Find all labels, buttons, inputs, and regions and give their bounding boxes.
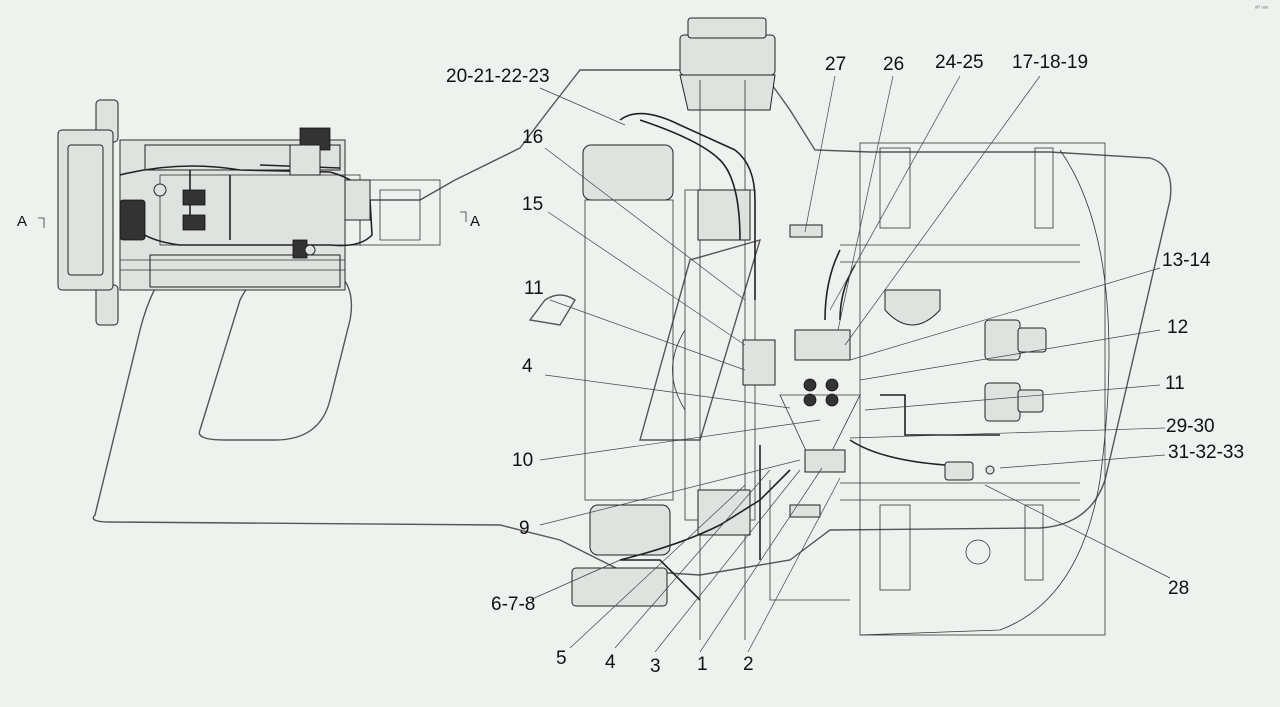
callout-24-25: 24-25: [935, 52, 984, 73]
section-markers: [38, 211, 467, 228]
callout-10: 10: [512, 450, 533, 471]
leader-lines: [529, 75, 1171, 653]
section-mark-right: A: [470, 213, 480, 230]
detail-view: [571, 17, 1110, 640]
callout-9: 9: [519, 518, 530, 539]
callout-26: 26: [883, 54, 904, 75]
callout-27: 27: [825, 54, 846, 75]
callout-13-14: 13-14: [1162, 250, 1211, 271]
callout-20-21-22-23: 20-21-22-23: [446, 66, 550, 87]
section-mark-left: A: [17, 213, 27, 230]
callout-15: 15: [522, 194, 543, 215]
chassis-overview: [57, 99, 441, 326]
callout-11-left: 11: [524, 278, 544, 299]
callout-28: 28: [1168, 578, 1189, 599]
callout-1: 1: [697, 654, 708, 675]
callout-16: 16: [522, 127, 543, 148]
callout-3: 3: [650, 656, 661, 677]
callout-6-7-8: 6-7-8: [491, 594, 535, 615]
callout-4-upper: 4: [522, 356, 533, 377]
callout-31-32-33: 31-32-33: [1168, 442, 1244, 463]
callout-5: 5: [556, 648, 567, 669]
callout-2: 2: [743, 654, 754, 675]
callout-4-lower: 4: [605, 652, 616, 673]
callout-11-right: 11: [1165, 373, 1185, 394]
callout-labels: 20-21-22-23 27 26 24-25 17-18-19 16 15 1…: [446, 52, 1244, 677]
callout-17-18-19: 17-18-19: [1012, 52, 1088, 73]
callout-12: 12: [1167, 317, 1188, 338]
callout-29-30: 29-30: [1166, 416, 1215, 437]
corner-mark: ᵒᴾ ᵒᵒᵒ: [1255, 5, 1269, 12]
